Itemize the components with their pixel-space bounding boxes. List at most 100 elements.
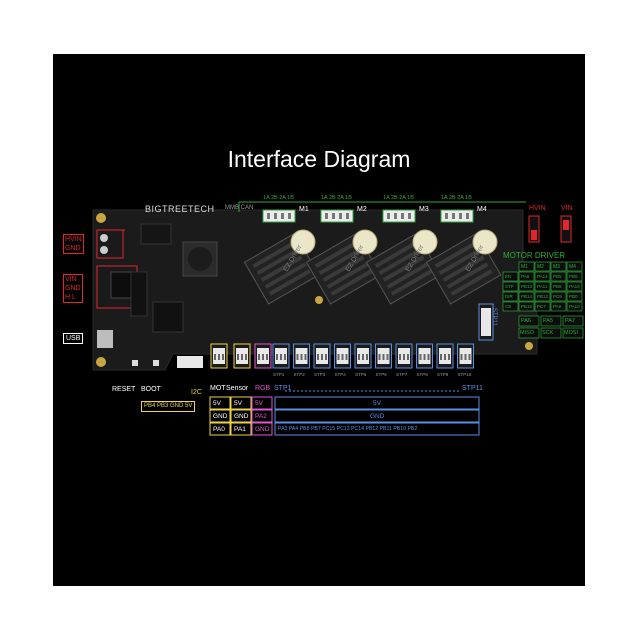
- md-cell: [502, 281, 519, 292]
- i2c-label: I2C: [191, 389, 202, 396]
- connector-pin: [401, 213, 404, 219]
- legend-cell: [209, 422, 231, 436]
- connector-pin: [332, 213, 335, 219]
- connector-pin: [237, 354, 239, 360]
- connector-pin: [288, 213, 291, 219]
- driver-pin-row: [450, 269, 493, 296]
- md-cell-label: PB14: [521, 294, 533, 299]
- motor-driver-table: [502, 261, 584, 339]
- connector-pin: [341, 354, 344, 360]
- vin-jumper-label: VIN: [561, 205, 573, 212]
- driver-pin-row: [326, 262, 369, 289]
- spi-pin-cell: [562, 315, 584, 327]
- stp-silk-label: STP2: [293, 372, 305, 377]
- connector-pin: [427, 354, 430, 360]
- connector-pin: [241, 354, 243, 360]
- connector-pin: [300, 354, 303, 360]
- motor-name-label: M2: [357, 206, 367, 213]
- diagram-title: Interface Diagram: [227, 146, 411, 172]
- bottom-connectors: [210, 303, 494, 369]
- md-cell: [534, 291, 551, 302]
- connector-pin: [362, 354, 364, 360]
- spi-name-label: MOSI: [564, 330, 579, 336]
- stp-silk-label: STP6: [375, 372, 387, 377]
- connector-pin: [337, 354, 340, 360]
- boot-button: [153, 360, 159, 366]
- md-cell: [550, 291, 567, 302]
- connector-pin: [459, 213, 462, 219]
- usb-connector: [97, 330, 113, 348]
- md-cell: [518, 291, 535, 302]
- md-cell-label: PB15: [521, 304, 533, 309]
- driver-pin-row: [264, 262, 307, 289]
- md-cell-label: PA8: [521, 274, 530, 279]
- motor-name-label: M1: [299, 206, 309, 213]
- connector-pin: [321, 354, 323, 360]
- connector-pin: [378, 354, 381, 360]
- legend-cell: [230, 422, 252, 436]
- connector-pin: [423, 354, 426, 360]
- spi-pin-label: PA6: [521, 318, 531, 324]
- md-header-label: M3: [553, 264, 560, 270]
- connector-pin: [245, 354, 247, 360]
- connector-pin: [296, 354, 299, 360]
- connector-pin: [394, 213, 397, 219]
- md-cell-label: PA15: [569, 284, 580, 289]
- stp-gnd-cell: [274, 409, 480, 423]
- md-cell: [534, 271, 551, 282]
- pin-legend: [209, 390, 480, 436]
- mount-hole: [96, 213, 106, 223]
- vin-terminal-block: [110, 271, 132, 299]
- reset-label: RESET: [112, 386, 136, 393]
- driver-pin-row: [438, 248, 481, 275]
- vin-label: VIN: [65, 276, 77, 283]
- connector-pin: [358, 354, 360, 360]
- connector-pin: [325, 354, 327, 360]
- connector-pin: [445, 213, 448, 219]
- driver-cap: [352, 229, 378, 255]
- legend-cell: [230, 396, 252, 410]
- motor-pin-labels: 1A 2B 2A 1B: [441, 195, 472, 201]
- md-header-label: M4: [569, 264, 576, 270]
- connector-pin: [218, 354, 220, 360]
- connector-pin: [345, 354, 348, 360]
- driver-pin-row: [268, 269, 311, 296]
- md-cell-label: PA11: [537, 284, 548, 289]
- i2c-connector: [177, 356, 203, 368]
- connector-pin: [339, 213, 342, 219]
- spi-name-label: MISO: [520, 330, 535, 336]
- motor-pin-labels: 1A 2B 2A 1B: [321, 195, 352, 201]
- md-header-cell: [518, 261, 535, 272]
- stp-signal-label: PA3 PA4 PB8 PB7 PC15 PC13 PC14 PB12 PB11…: [278, 426, 418, 432]
- md-cell-label: DIR: [505, 294, 513, 299]
- spi-name-cell: [562, 327, 584, 339]
- i2c-pins-box: PB4 PB3 GND 5V: [141, 401, 196, 412]
- connector-pin: [407, 354, 409, 360]
- stp-5v-cell: [274, 396, 480, 410]
- connector-pin: [366, 354, 368, 360]
- connector-pin: [325, 213, 328, 219]
- stp-silk-label: STP10: [457, 372, 472, 377]
- spi-pin-cell: [518, 315, 540, 327]
- driver-pin-row: [314, 241, 357, 269]
- connector-pin: [281, 213, 284, 219]
- driver-pin-row: [446, 262, 489, 289]
- legend-cell-label: GND: [213, 413, 228, 420]
- connector-pin: [280, 354, 282, 360]
- connector-pin: [266, 354, 268, 360]
- legend-cell: [251, 422, 273, 436]
- md-cell: [550, 301, 567, 312]
- md-cell-label: PB6: [569, 274, 578, 279]
- connector-pin: [284, 354, 286, 360]
- driver-pin-row: [390, 269, 433, 296]
- driver-cap: [290, 229, 316, 255]
- board-model: MMB CAN: [225, 205, 254, 211]
- md-cell-label: PA14: [537, 274, 548, 279]
- hvin-gnd-label: GND: [65, 245, 81, 252]
- vin-label-box: VIN GND H L: [63, 274, 83, 303]
- motor-pin-labels: 1A 2B 2A 1B: [383, 195, 414, 201]
- md-header-cell: [534, 261, 551, 272]
- md-cell-label: PB0: [569, 294, 578, 299]
- motor-pin-labels: 1A 2B 2A 1B: [263, 195, 294, 201]
